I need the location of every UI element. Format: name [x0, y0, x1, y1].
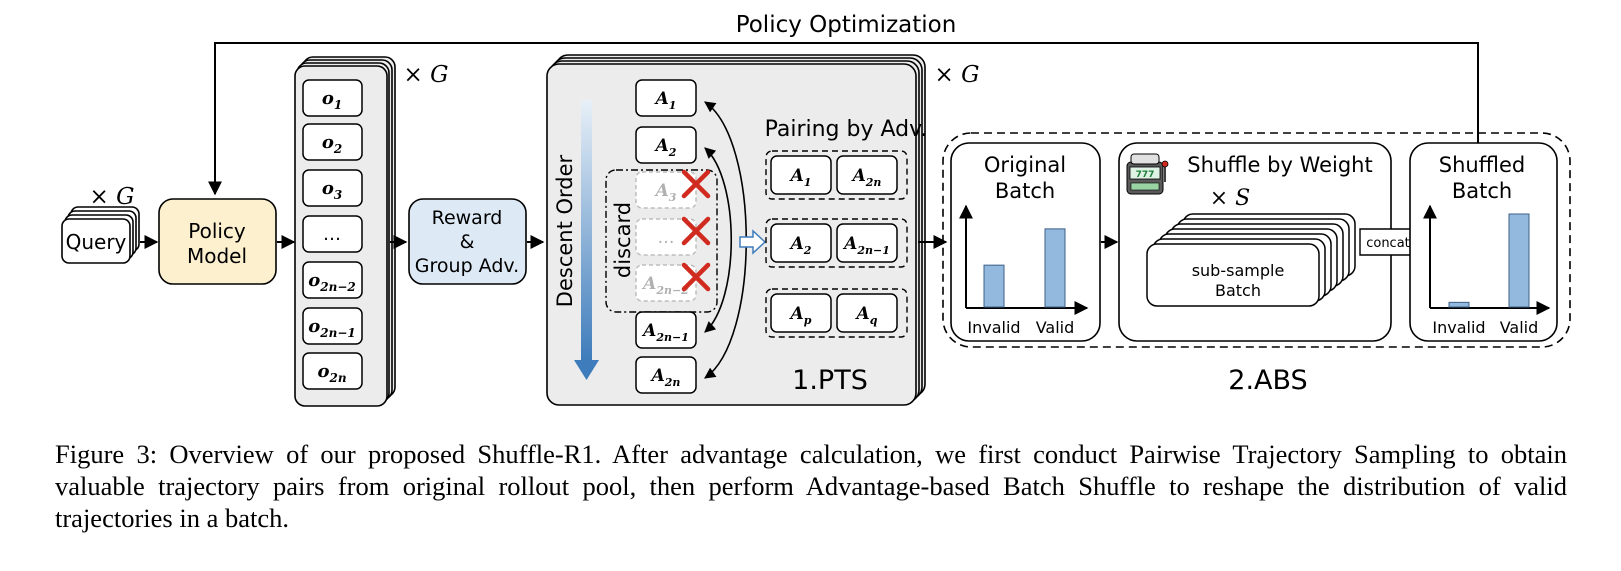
discard-label: discard: [611, 202, 635, 278]
query-stack: Query: [61, 206, 140, 264]
output-label: o3: [322, 178, 342, 202]
pair-arc-inner: [704, 147, 732, 333]
output-box: [302, 123, 363, 161]
pair-group: [765, 218, 908, 268]
shuffled-x-valid: Valid: [1500, 318, 1539, 337]
concat-label: concat: [1366, 236, 1410, 251]
pairing-title: Pairing by Adv.: [765, 117, 928, 142]
pair-adv-box: [836, 223, 898, 263]
reward-line1: Reward: [432, 207, 503, 229]
discarded-adv-box: [635, 218, 697, 256]
original-title-2: Batch: [995, 179, 1055, 203]
sub-sample-line1: sub-sample: [1192, 261, 1285, 280]
output-label: o1: [322, 88, 342, 112]
pair-group: [765, 288, 908, 338]
policy-model-line2: Model: [187, 244, 247, 268]
output-label: o2n: [317, 361, 346, 385]
output-box: [302, 261, 363, 299]
pts-label: 1.PTS: [792, 365, 868, 396]
pair-adv-label: Ap: [789, 304, 812, 327]
adv-label: A2n−1: [641, 321, 689, 344]
shuffled-title-1: Shuffled: [1439, 153, 1526, 177]
abs-label: 2.ABS: [1228, 365, 1307, 396]
policy-optimization-label: Policy Optimization: [736, 12, 957, 38]
shuffled-title-2: Batch: [1452, 179, 1512, 203]
slot-machine-icon: 777: [1126, 153, 1169, 195]
pair-adv-label: Aq: [855, 304, 878, 327]
framework-diagram: Policy Optimization Query × G Policy Mod…: [61, 12, 1571, 407]
figure-caption: Figure 3: Overview of our proposed Shuff…: [55, 439, 1567, 533]
shuffle-title: Shuffle by Weight: [1187, 153, 1372, 177]
bar-valid: [1508, 213, 1530, 308]
shuffled-x-invalid: Invalid: [1432, 318, 1485, 337]
reward-line2: &: [460, 231, 475, 253]
output-label: …: [323, 224, 341, 245]
outputs-multiplier: × G: [404, 62, 449, 88]
adv-label: A1: [654, 89, 677, 112]
original-batch-chart: [959, 204, 1089, 315]
hollow-arrow: [739, 229, 767, 255]
pair-adv-box: [836, 293, 898, 333]
pair-group: [765, 150, 908, 200]
pair-adv-box: [770, 293, 832, 333]
output-box: [302, 307, 363, 345]
pair-adv-box: [836, 155, 898, 195]
descent-arrow-head: [574, 360, 599, 380]
pair-adv-label: A2n: [851, 166, 882, 189]
query-multiplier: × G: [90, 184, 135, 210]
pair-adv-label: A1: [789, 166, 812, 189]
descent-arrow-shaft: [581, 100, 592, 360]
original-title-1: Original: [984, 153, 1066, 177]
policy-optimization-line: [208, 42, 1479, 196]
policy-model-box: [158, 198, 277, 285]
discarded-adv-label: A3: [654, 181, 677, 204]
discarded-adv-box: [635, 171, 697, 209]
descent-order-label: Descent Order: [553, 154, 577, 307]
discarded-adv-box: [635, 264, 697, 302]
discard-cross-icon: [681, 262, 711, 292]
adv-label: A2: [654, 136, 677, 159]
reward-box: [408, 198, 527, 285]
discard-cross-icon: [681, 169, 711, 199]
sub-sample-stack: [1146, 213, 1356, 307]
reward-line3: Group Adv.: [415, 255, 519, 277]
discarded-adv-label: …: [658, 228, 675, 248]
original-x-invalid: Invalid: [967, 318, 1020, 337]
adv-box: [635, 79, 697, 117]
original-x-valid: Valid: [1036, 318, 1075, 337]
pair-adv-label: A2: [789, 234, 812, 257]
bar-invalid: [983, 264, 1005, 308]
output-label: o2n−1: [308, 316, 356, 340]
shuffled-batch-chart: [1423, 204, 1551, 315]
abs-container: [942, 132, 1571, 348]
output-label: o2n−2: [308, 270, 356, 294]
output-box: [302, 169, 363, 207]
discarded-adv-label: A2n−2: [641, 274, 689, 297]
policy-model-line1: Policy: [188, 219, 246, 243]
bar-valid: [1044, 228, 1066, 308]
adv-box: [635, 311, 697, 349]
pair-adv-label: A2n−1: [842, 234, 890, 257]
adv-label: A2n: [650, 366, 681, 389]
output-box: [302, 352, 363, 390]
slot-machine-symbols: 777: [1136, 170, 1155, 180]
shuffle-multiplier: × S: [1210, 186, 1251, 211]
discard-cross-icon: [681, 216, 711, 246]
sub-sample-line2: Batch: [1215, 281, 1261, 300]
pair-adv-box: [770, 155, 832, 195]
query-label: Query: [66, 230, 127, 254]
adv-box: [635, 126, 697, 164]
bar-invalid: [1448, 301, 1470, 308]
pts-multiplier: × G: [935, 62, 980, 88]
pair-adv-box: [770, 223, 832, 263]
adv-box: [635, 356, 697, 394]
output-box: [302, 215, 363, 253]
output-box: [302, 79, 363, 117]
output-label: o2: [322, 132, 342, 156]
